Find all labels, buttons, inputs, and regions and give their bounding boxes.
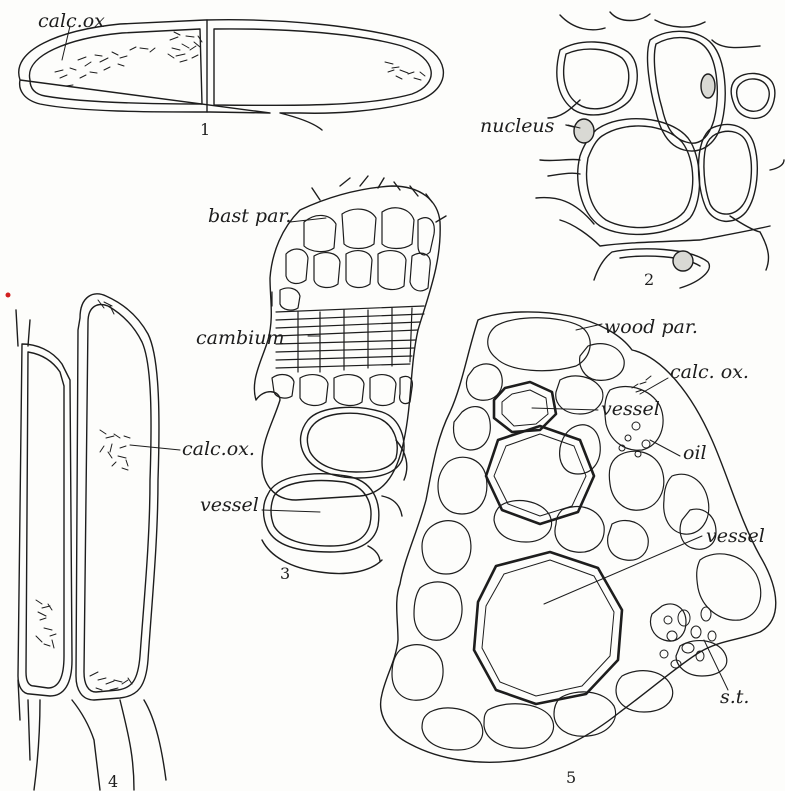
figure-number-4: 4: [108, 774, 118, 790]
nucleus-3: [673, 251, 693, 271]
fig3-cells: [272, 208, 434, 406]
fig5-vessel-medium: [486, 426, 594, 524]
figure-3-drawing: [254, 176, 446, 574]
figure-number-1: 1: [200, 122, 210, 138]
figure-2-drawing: [536, 12, 784, 288]
label-bast-par: bast par.: [208, 207, 291, 226]
fig1-outer-wall: [19, 20, 444, 130]
label-cambium: cambium: [196, 329, 284, 348]
figure-4-drawing: [16, 294, 166, 790]
label-oil: oil: [683, 444, 707, 463]
nucleus-2: [701, 74, 715, 98]
figure-number-3: 3: [280, 566, 290, 582]
fig1-crystals: [55, 32, 425, 86]
label-nucleus: nucleus: [480, 117, 554, 136]
leader-lines: [62, 26, 728, 690]
fig5-sieve-tubes: [660, 607, 716, 668]
label-calc-ox-fig5: calc. ox.: [670, 363, 749, 382]
label-vessel-fig3: vessel: [200, 496, 259, 515]
label-vessel-fig5-upper: vessel: [601, 400, 660, 419]
label-wood-par: wood par.: [604, 318, 698, 337]
label-calc-ox-fig4: calc.ox.: [182, 440, 255, 459]
figure-1-drawing: [19, 20, 444, 130]
fig3-vessel-2: [264, 474, 379, 552]
fig3-vessel-1: [301, 407, 404, 478]
fig5-oil-drops: [619, 422, 650, 457]
label-sieve-tubes: s.t.: [720, 688, 749, 707]
label-calc-ox-fig1: calc.ox: [38, 12, 105, 31]
fig2-cell-d: [578, 119, 700, 235]
fig2-cell-e: [699, 125, 758, 222]
figure-number-2: 2: [644, 272, 654, 288]
nucleus-1: [574, 119, 594, 143]
stray-ink-mark: [6, 293, 11, 298]
figure-number-5: 5: [566, 770, 576, 786]
fig5-vessel-large: [474, 552, 622, 704]
label-vessel-fig5-lower: vessel: [706, 527, 765, 546]
